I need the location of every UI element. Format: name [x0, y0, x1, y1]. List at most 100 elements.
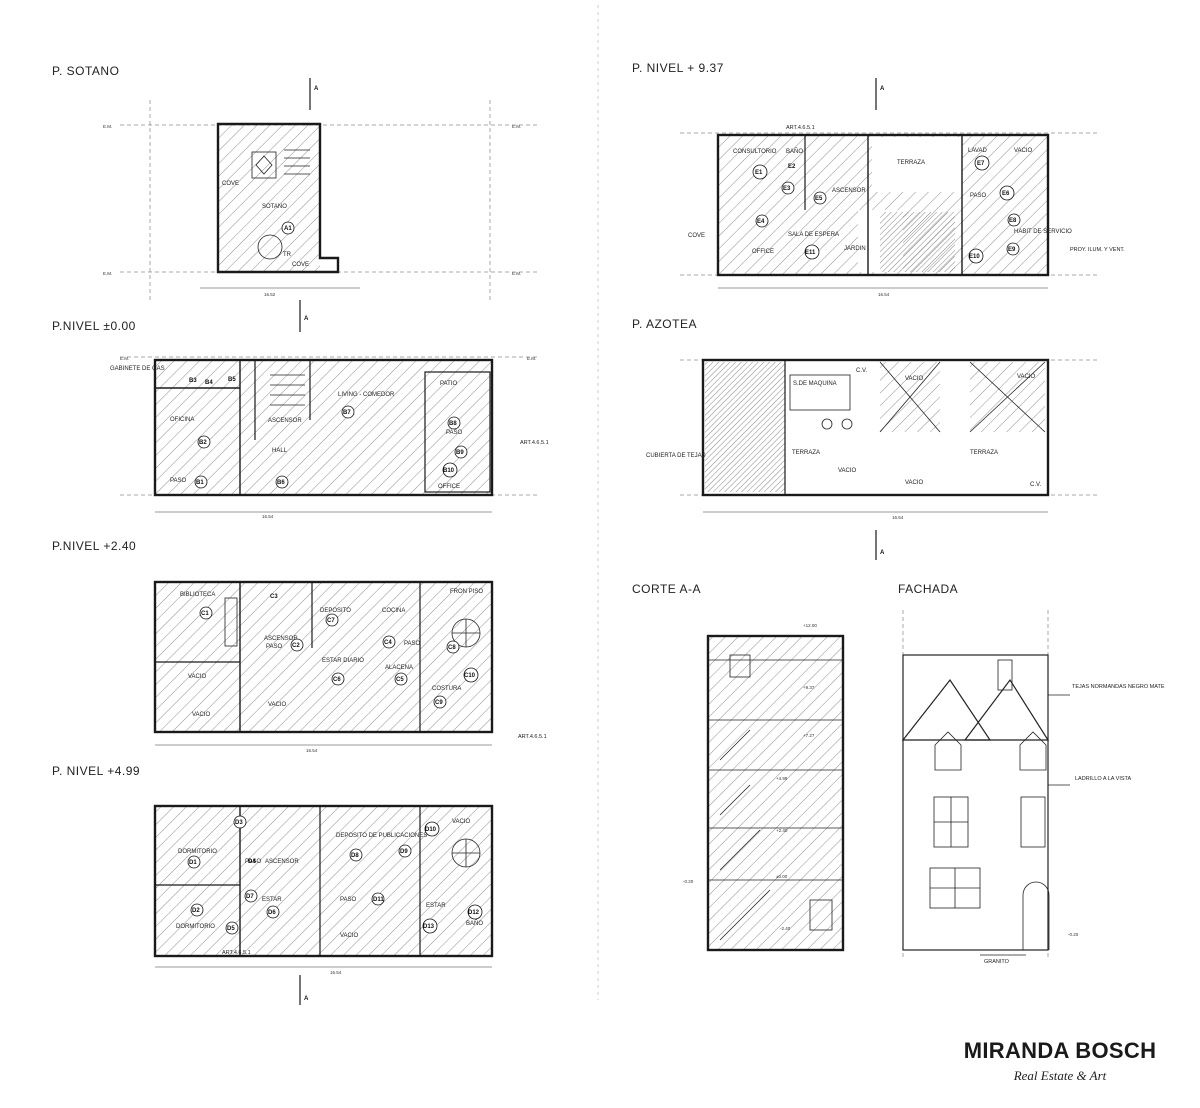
label-patio: PATIO: [440, 381, 457, 387]
label-fron: FRON PISO: [450, 589, 483, 595]
code-d10: D10: [425, 827, 437, 833]
level-240: +2.40: [776, 828, 788, 833]
label-sala-espera: SALA DE ESPERA: [788, 232, 839, 238]
code-d3: D3: [235, 820, 243, 826]
label-vacio: VACIO: [340, 933, 359, 939]
code-d12: D12: [468, 910, 480, 916]
code-e5: E5: [815, 196, 823, 202]
code-e4: E4: [757, 219, 765, 225]
label-costura: COSTURA: [432, 686, 461, 692]
label-paso: PASO: [404, 641, 421, 647]
em-mark: E.M.: [512, 124, 521, 129]
label-vacio: VACIO: [1014, 148, 1033, 154]
label-lavad: LAVAD: [968, 148, 987, 154]
label-paso: PASO: [170, 478, 187, 484]
code-e8: E8: [1009, 218, 1017, 224]
code-d8: D8: [351, 853, 359, 859]
label-deposito-publicaciones: DEPOSITO DE PUBLICACIONES: [336, 833, 427, 839]
label-terraza: TERRAZA: [970, 450, 998, 456]
label-oficina: OFICINA: [170, 417, 194, 423]
label-paso: PASO: [266, 644, 283, 650]
label-art: ART.4.6.5.1: [222, 950, 251, 956]
code-b2: B2: [199, 440, 207, 446]
level-727: +7.27: [803, 733, 815, 738]
label-paso: PASO: [970, 193, 987, 199]
label-ascensor: ASCENSOR: [265, 859, 299, 865]
label-consultorio: CONSULTORIO: [733, 149, 777, 155]
plan-nivel-000: P.NIVEL ±0.00 GABINETE DE GAS OFICINA AS…: [52, 319, 549, 519]
room-codes-240: C1 C2 C3 C4 C5 C6 C7 C8 C9 C10: [199, 594, 479, 709]
room-codes-937: E1 E2 E3 E4 E5 E6 E7 E8 E9 E10 E11: [752, 155, 1021, 264]
code-c9: C9: [435, 700, 443, 706]
title-nivel-937: P. NIVEL + 9.37: [632, 61, 724, 75]
elevation-fachada: FACHADA TEJAS NORMANDAS NEGRO MATE LADRI…: [898, 582, 1165, 965]
level-minus-020: -0.20: [683, 879, 694, 884]
title-nivel-499: P. NIVEL +4.99: [52, 764, 140, 778]
label-hall: HALL: [272, 448, 288, 454]
label-terraza: TERRAZA: [792, 450, 820, 456]
dim-total: 16.54: [262, 514, 274, 519]
title-nivel-240: P.NIVEL +2.40: [52, 539, 136, 553]
dim-total: 16.52: [264, 292, 276, 297]
plan-azotea: P. AZOTEA S.DE MAQUINA CUBIERTA DE TEJAS…: [632, 317, 1100, 560]
label-vacio: VACIO: [838, 468, 857, 474]
label-cocina: COCINA: [382, 608, 405, 614]
code-e1: E1: [755, 170, 763, 176]
code-e2: E2: [788, 164, 796, 170]
label-proy-ilum: PROY. ILUM. Y VENT.: [1070, 247, 1125, 253]
label-sala-maquinas: S.DE MAQUINA: [793, 381, 837, 387]
dim-total: 16.54: [878, 292, 890, 297]
title-azotea: P. AZOTEA: [632, 317, 697, 331]
label-vacio: VACIO: [188, 674, 207, 680]
label-cove: COVE: [688, 233, 705, 239]
cut-mark: A: [880, 550, 885, 556]
label-art: ART.4.6.5.1: [520, 440, 549, 446]
code-d4: D4: [248, 859, 256, 865]
dim-total: 16.54: [306, 748, 318, 753]
em-mark: E.M.: [103, 271, 112, 276]
brand-name: MIRANDA BOSCH: [963, 1038, 1157, 1063]
label-dormitorio: DORMITORIO: [176, 924, 215, 930]
code-c4: C4: [384, 640, 392, 646]
label-dormitorio: DORMITORIO: [178, 849, 217, 855]
code-d1: D1: [189, 860, 197, 866]
label-cove: COVE: [222, 181, 239, 187]
section-corte-aa: CORTE A-A +12.00 +9.37 +7.27 +4.99 +2.40…: [632, 582, 845, 952]
code-e9: E9: [1008, 247, 1016, 253]
label-paso: PASO: [245, 859, 262, 865]
label-paso: PASO: [340, 897, 357, 903]
dim-total: 16.54: [330, 970, 342, 975]
title-nivel-000: P.NIVEL ±0.00: [52, 319, 136, 333]
label-deposito: DEPOSITO: [320, 608, 351, 614]
code-b10: B10: [443, 468, 455, 474]
level-937: +9.37: [803, 685, 815, 690]
code-e3: E3: [783, 186, 791, 192]
em-mark: E.M.: [103, 124, 112, 129]
code-d11: D11: [373, 897, 384, 903]
label-tejas: TEJAS NORMANDAS NEGRO MATE: [1072, 684, 1165, 690]
label-gabinete: GABINETE DE GAS: [110, 366, 165, 372]
title-fachada: FACHADA: [898, 582, 958, 596]
label-estar-diario: ESTAR DIARIO: [322, 658, 364, 664]
code-d2: D2: [192, 908, 200, 914]
label-ascensor: ASCENSOR: [268, 418, 302, 424]
label-jardin: JARDIN: [844, 246, 866, 252]
label-biblioteca: BIBLIOTECA: [180, 592, 215, 598]
plan-nivel-937: P. NIVEL + 9.37 CONSULTORIO BAÑO TERRAZA…: [632, 61, 1125, 297]
cut-mark: A: [304, 316, 309, 322]
code-c5: C5: [396, 677, 404, 683]
label-vacio: VACIO: [192, 712, 211, 718]
label-art: ART.4.6.5.1: [786, 125, 815, 131]
code-c7: C7: [327, 618, 335, 624]
label-art: ART.4.6.5.1: [518, 734, 547, 740]
brand-block: MIRANDA BOSCH Real Estate & Art: [950, 1038, 1170, 1084]
label-cubierta-tejas: CUBIERTA DE TEJAS: [646, 453, 706, 459]
label-estar: ESTAR: [262, 897, 282, 903]
em-mark: E.M.: [120, 356, 129, 361]
label-terraza: TERRAZA: [897, 160, 925, 166]
code-e10: E10: [969, 254, 980, 260]
label-bano: BAÑO: [786, 148, 803, 155]
label-bano: BAÑO: [466, 920, 483, 927]
code-e7: E7: [977, 161, 985, 167]
label-alacena: ALACENA: [385, 665, 413, 671]
